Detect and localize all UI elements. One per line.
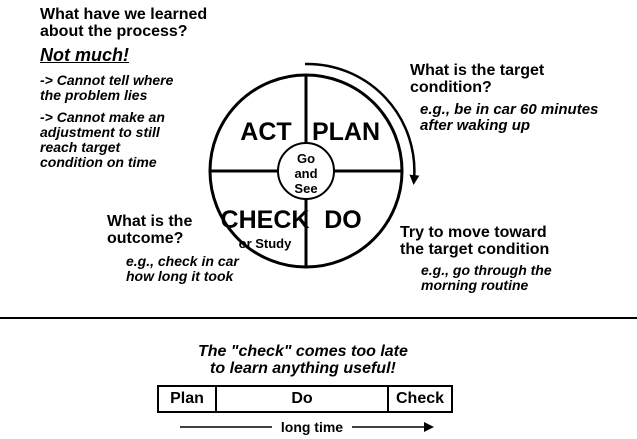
learned-bullet-1: -> Cannot tell where the problem lies bbox=[40, 72, 174, 103]
outcome-question: What is the outcome? bbox=[107, 213, 193, 247]
center-word-go: Go bbox=[297, 151, 315, 166]
timeline-bar: Plan Do Check bbox=[157, 385, 453, 413]
check-label: CHECK bbox=[221, 206, 310, 234]
do-example: e.g., go through the morning routine bbox=[421, 262, 552, 293]
target-example: e.g., be in car 60 minutes after waking … bbox=[420, 101, 599, 134]
learned-question: What have we learned about the process? bbox=[40, 6, 208, 40]
do-question: Try to move toward the target condition bbox=[400, 224, 550, 258]
go-and-see-circle bbox=[277, 142, 335, 200]
center-word-see: See bbox=[294, 181, 317, 196]
pdca-cycle-diagram: ACT PLAN CHECK or Study DO Go and See bbox=[208, 62, 420, 269]
timeline-do: Do bbox=[217, 387, 389, 411]
plan-label: PLAN bbox=[312, 118, 380, 146]
check-sub-label: or Study bbox=[239, 236, 292, 251]
act-label: ACT bbox=[240, 118, 291, 146]
duration-arrow-head bbox=[424, 422, 434, 432]
do-label: DO bbox=[324, 206, 362, 234]
section-divider bbox=[0, 317, 637, 319]
target-question: What is the target condition? bbox=[410, 62, 545, 96]
learned-answer: Not much! bbox=[40, 45, 129, 65]
learned-bullet-2: -> Cannot make an adjustment to still re… bbox=[40, 109, 165, 170]
timeline-plan: Plan bbox=[159, 387, 217, 411]
clockwise-arrow bbox=[304, 62, 420, 185]
timeline-check: Check bbox=[395, 390, 445, 407]
duration-label: long time bbox=[281, 419, 343, 435]
outcome-example: e.g., check in car how long it took bbox=[126, 253, 239, 284]
duration-arrow: long time bbox=[180, 419, 434, 435]
check-too-late-statement: The "check" comes too late to learn anyt… bbox=[198, 343, 408, 377]
center-word-and: and bbox=[294, 166, 317, 181]
